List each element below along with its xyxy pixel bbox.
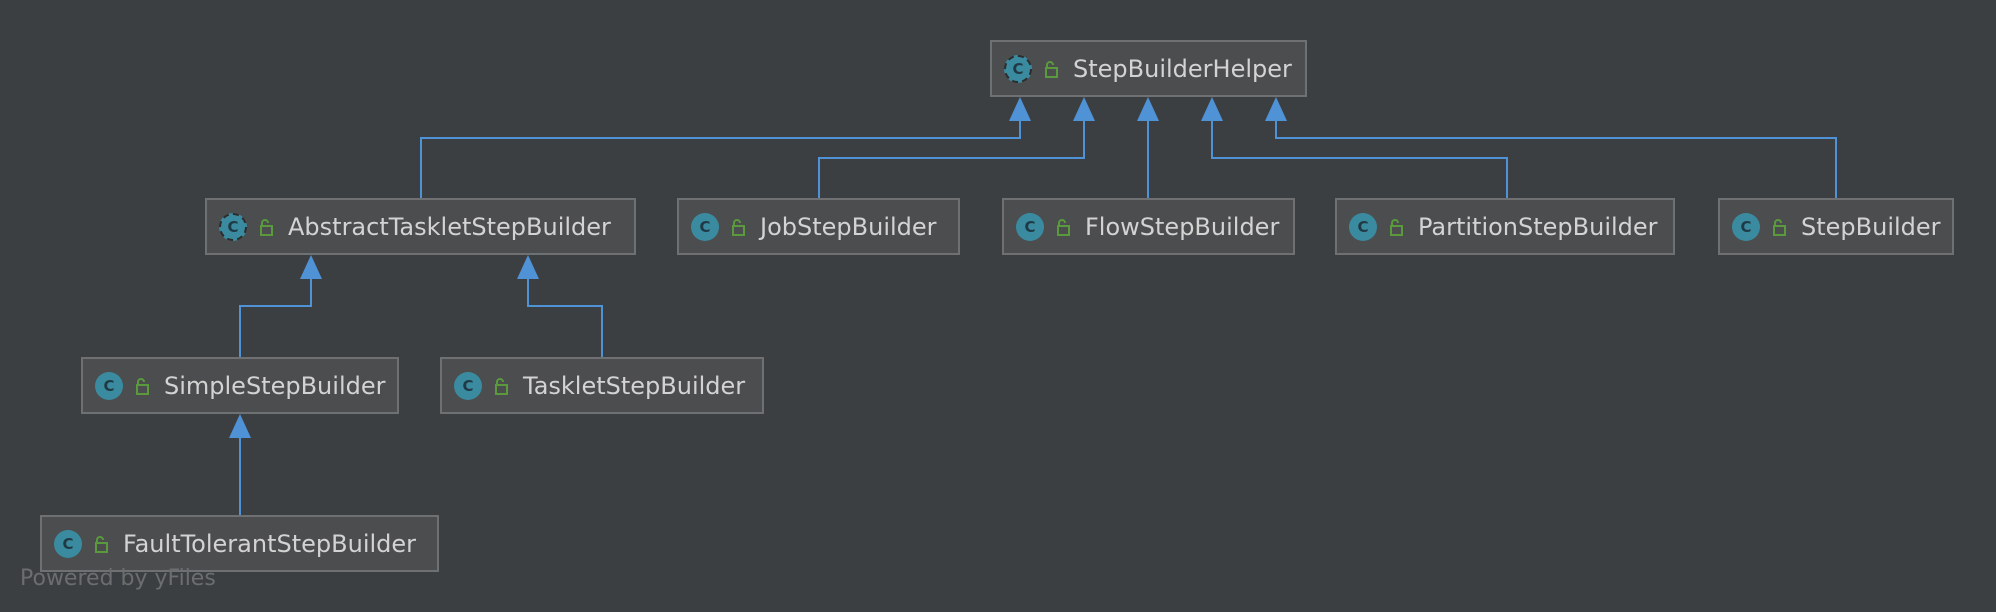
public-icon: [1390, 218, 1403, 236]
public-icon: [260, 218, 273, 236]
public-icon: [1057, 218, 1070, 236]
class-node-flow-step-builder[interactable]: c FlowStepBuilder: [1002, 198, 1295, 255]
class-icon: c: [691, 212, 719, 241]
inheritance-arrowhead-icon: [300, 255, 322, 279]
class-icon: c: [95, 371, 123, 400]
inheritance-edge-taskletstepbuilder: [517, 255, 603, 357]
inheritance-arrowhead-icon: [1137, 97, 1159, 121]
class-node-partition-step-builder[interactable]: c PartitionStepBuilder: [1335, 198, 1675, 255]
inheritance-edge-flowstepbuilder: [1137, 97, 1159, 198]
edge-line: [527, 279, 603, 357]
class-node-step-builder[interactable]: c StepBuilder: [1718, 198, 1954, 255]
inheritance-edge-faulttolerantstepbuilder: [229, 414, 251, 515]
inheritance-edge-partitionstepbuilder: [1201, 97, 1508, 198]
abstract-class-icon: c: [219, 212, 247, 241]
class-icon: c: [1732, 212, 1760, 241]
class-icon: c: [1016, 212, 1044, 241]
edge-line: [818, 121, 1085, 198]
inheritance-edge-abstracttaskletstepbuilder: [420, 97, 1031, 198]
class-name-label: StepBuilder: [1801, 212, 1941, 241]
public-icon: [495, 377, 508, 395]
class-node-step-builder-helper[interactable]: c StepBuilderHelper: [990, 40, 1307, 97]
inheritance-arrowhead-icon: [1009, 97, 1031, 121]
inheritance-edge-simplestepbuilder: [239, 255, 322, 357]
class-name-label: TaskletStepBuilder: [523, 371, 746, 400]
watermark-text: Powered by yFiles: [20, 566, 216, 591]
class-node-abstract-tasklet-step-builder[interactable]: c AbstractTaskletStepBuilder: [205, 198, 636, 255]
class-node-tasklet-step-builder[interactable]: c TaskletStepBuilder: [440, 357, 764, 414]
public-icon: [1773, 218, 1786, 236]
inheritance-arrowhead-icon: [1073, 97, 1095, 121]
class-node-simple-step-builder[interactable]: c SimpleStepBuilder: [81, 357, 399, 414]
inheritance-arrowhead-icon: [1201, 97, 1223, 121]
class-name-label: SimpleStepBuilder: [164, 371, 386, 400]
class-node-job-step-builder[interactable]: c JobStepBuilder: [677, 198, 960, 255]
public-icon: [136, 377, 149, 395]
public-icon: [95, 535, 108, 553]
class-name-label: FaultTolerantStepBuilder: [123, 529, 417, 558]
public-icon: [1045, 60, 1058, 78]
class-name-label: StepBuilderHelper: [1073, 54, 1292, 83]
public-icon: [732, 218, 745, 236]
inheritance-arrowhead-icon: [517, 255, 539, 279]
abstract-class-icon: c: [1004, 54, 1032, 83]
inheritance-arrowhead-icon: [1265, 97, 1287, 121]
edge-line: [239, 279, 312, 357]
class-name-label: FlowStepBuilder: [1085, 212, 1280, 241]
edge-line: [420, 121, 1021, 198]
class-icon: c: [454, 371, 482, 400]
class-name-label: AbstractTaskletStepBuilder: [288, 212, 611, 241]
class-name-label: JobStepBuilder: [760, 212, 937, 241]
class-node-fault-tolerant-step-builder[interactable]: c FaultTolerantStepBuilder: [40, 515, 439, 572]
class-icon: c: [1349, 212, 1377, 241]
class-name-label: PartitionStepBuilder: [1418, 212, 1658, 241]
inheritance-arrowhead-icon: [229, 414, 251, 438]
edge-line: [1275, 121, 1837, 198]
inheritance-edge-jobstepbuilder: [818, 97, 1095, 198]
class-icon: c: [54, 529, 82, 558]
inheritance-edge-stepbuilder: [1265, 97, 1837, 198]
edge-line: [1211, 121, 1508, 198]
